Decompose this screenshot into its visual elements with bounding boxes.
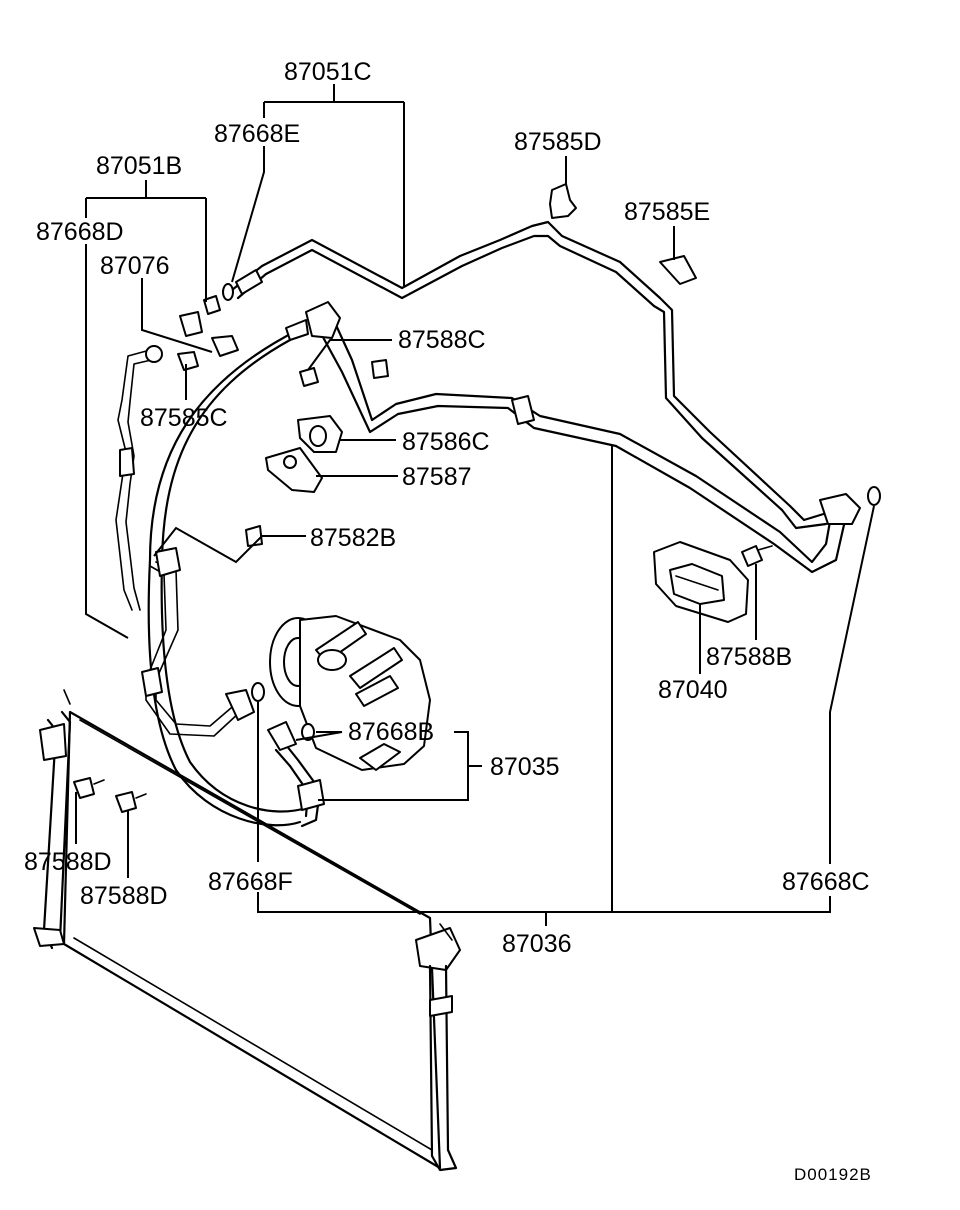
label-87585D: 87585D	[514, 128, 602, 156]
label-87668D: 87668D	[36, 218, 124, 246]
label-87588B: 87588B	[706, 643, 792, 671]
label-87668C: 87668C	[782, 868, 870, 896]
diagram-code: D00192B	[794, 1165, 872, 1184]
label-87588D-upper: 87588D	[24, 848, 112, 876]
label-87040: 87040	[658, 676, 728, 704]
label-87585E: 87585E	[624, 198, 710, 226]
grommet-87040	[653, 541, 749, 623]
label-87051C: 87051C	[284, 58, 372, 86]
label-87586C: 87586C	[402, 428, 490, 456]
label-87588C: 87588C	[398, 326, 486, 354]
fittings	[73, 183, 881, 813]
leader-lines	[75, 84, 875, 926]
label-87668F: 87668F	[208, 868, 293, 896]
label-87668B: 87668B	[348, 718, 434, 746]
part-labels: 87051C 87668E 87585D 87051B 87585E 87668…	[24, 58, 872, 1184]
condenser	[33, 689, 461, 1172]
upper-pressure-pipe	[230, 220, 832, 530]
label-87035: 87035	[490, 753, 560, 781]
label-87668E: 87668E	[214, 120, 300, 148]
label-87582B: 87582B	[310, 524, 396, 552]
label-87587: 87587	[402, 463, 472, 491]
label-87051B: 87051B	[96, 152, 182, 180]
label-87036: 87036	[502, 930, 572, 958]
compressor	[269, 615, 431, 771]
label-87588D-lower: 87588D	[80, 882, 168, 910]
label-87076: 87076	[100, 252, 170, 280]
label-87585C: 87585C	[140, 404, 228, 432]
suction-hose	[316, 310, 848, 574]
